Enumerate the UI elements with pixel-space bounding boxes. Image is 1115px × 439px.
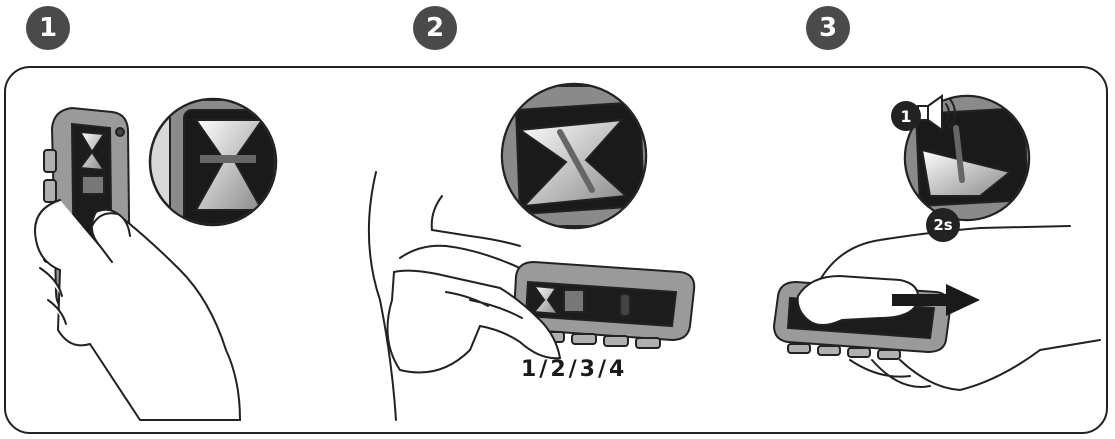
hold-duration-badge: 2s xyxy=(926,208,960,242)
zoom-circle-step2 xyxy=(500,84,650,228)
zoom-circle-step1 xyxy=(150,99,290,240)
step1-illustration xyxy=(35,99,290,420)
step3-illustration xyxy=(774,96,1100,390)
hand-step1 xyxy=(35,200,240,420)
sound-step-badge: 1 xyxy=(891,101,921,131)
button-sequence-label: 1/2/3/4 xyxy=(521,357,627,382)
